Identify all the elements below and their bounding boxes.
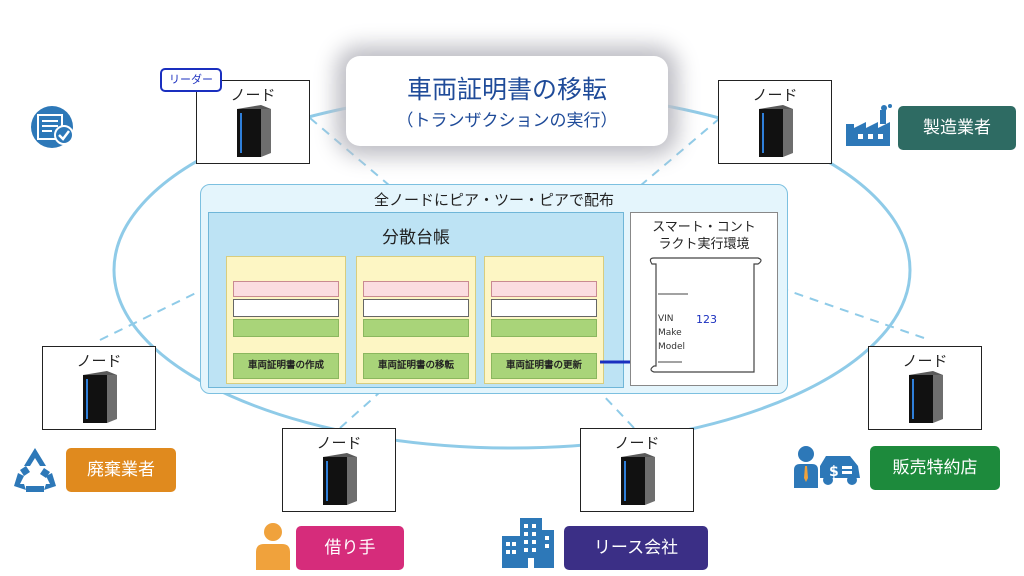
server-icon	[83, 371, 117, 423]
ledger-title: 分散台帳	[382, 228, 450, 248]
factory-icon	[846, 104, 892, 146]
title-card: 車両証明書の移転 （トランザクションの実行）	[346, 56, 668, 146]
server-icon	[759, 105, 793, 157]
ledger-block: 車両証明書の作成	[226, 256, 346, 384]
node-label: ノード	[76, 352, 122, 370]
server-icon	[323, 453, 357, 505]
block-header-bar	[233, 281, 339, 297]
node-label: ノード	[752, 86, 798, 104]
node-disposer: ノード	[42, 346, 156, 430]
panel-title: 全ノードにピア・ツー・ピアで配布	[373, 191, 614, 209]
node-leader: ノード	[196, 80, 310, 164]
ledger-block: 車両証明書の更新	[484, 256, 604, 384]
role-disposer: 廃棄業者	[66, 448, 176, 492]
server-icon	[909, 371, 943, 423]
scroll-field-model: Model	[658, 342, 686, 352]
block-label: 車両証明書の更新	[491, 353, 597, 379]
node-borrower: ノード	[282, 428, 396, 512]
leader-badge: リーダー	[160, 68, 222, 92]
role-dealer: 販売特約店	[870, 446, 1000, 490]
block-record-bar	[491, 299, 597, 317]
block-label: 車両証明書の移転	[363, 353, 469, 379]
node-label: ノード	[614, 434, 660, 452]
block-data-bar	[491, 319, 597, 337]
block-record-bar	[233, 299, 339, 317]
block-header-bar	[363, 281, 469, 297]
car-dealer-icon: $	[794, 446, 860, 488]
node-label: ノード	[316, 434, 362, 452]
person-icon	[256, 523, 290, 570]
server-icon	[621, 453, 655, 505]
role-borrower: 借り手	[296, 526, 404, 570]
role-manufacturer: 製造業者	[898, 106, 1016, 150]
scroll-field-vin: VIN	[658, 314, 674, 324]
node-manufacturer: ノード	[718, 80, 832, 164]
recycle-icon	[14, 448, 56, 492]
block-label: 車両証明書の作成	[233, 353, 339, 379]
contract-title: スマート・コント ラクト実行環境	[652, 220, 756, 252]
scroll-field-make: Make	[658, 328, 682, 338]
node-dealer: ノード	[868, 346, 982, 430]
block-record-bar	[363, 299, 469, 317]
role-lessor: リース会社	[564, 526, 708, 570]
block-header-bar	[491, 281, 597, 297]
page-title: 車両証明書の移転	[406, 75, 607, 104]
contract-scroll-icon	[649, 257, 762, 373]
server-icon	[237, 105, 271, 157]
page-subtitle: （トランザクションの実行）	[396, 111, 618, 131]
node-label: ノード	[230, 86, 276, 104]
ledger-block: 車両証明書の移転	[356, 256, 476, 384]
dashed-links	[99, 117, 925, 429]
document-check-icon	[31, 106, 74, 148]
node-lessor: ノード	[580, 428, 694, 512]
block-data-bar	[233, 319, 339, 337]
svg-text:$: $	[829, 464, 839, 480]
block-data-bar	[363, 319, 469, 337]
scroll-value: 123	[696, 313, 717, 326]
office-building-icon	[502, 518, 554, 568]
node-label: ノード	[902, 352, 948, 370]
